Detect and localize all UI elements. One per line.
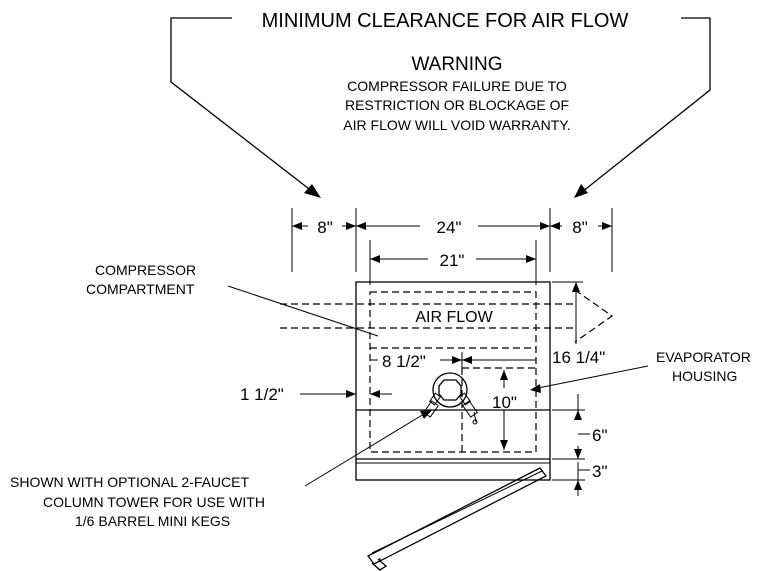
dim-offset-1-1-2: 1 1/2" xyxy=(240,385,284,404)
dim-offset-8-1-2: 8 1/2" xyxy=(382,352,426,371)
diagram-title: MINIMUM CLEARANCE FOR AIR FLOW xyxy=(262,10,629,32)
tower-note-line-1: SHOWN WITH OPTIONAL 2-FAUCET xyxy=(10,474,249,490)
dim-right-clearance: 8" xyxy=(572,218,588,237)
air-flow-label: AIR FLOW xyxy=(415,309,493,326)
dim-height-3: 3" xyxy=(592,462,608,481)
warning-title: WARNING xyxy=(411,54,502,75)
evaporator-label-line-2: HOUSING xyxy=(672,368,737,384)
compressor-label-line-2: COMPARTMENT xyxy=(86,281,195,297)
right-vertical-dimensions xyxy=(552,394,590,496)
warning-line-1: COMPRESSOR FAILURE DUE TO xyxy=(347,78,567,94)
dim-height-6: 6" xyxy=(592,426,608,445)
compressor-label-line-1: COMPRESSOR xyxy=(95,262,196,278)
dim-height-10: 10" xyxy=(492,393,517,412)
air-flow-arrow xyxy=(280,289,614,343)
faucet-tower xyxy=(423,372,478,425)
evaporator-leader xyxy=(537,365,649,389)
cabinet-outline xyxy=(355,281,551,481)
dim-depth-16-1-4: 16 1/4" xyxy=(552,348,605,367)
tower-note-line-3: 1/6 BARREL MINI KEGS xyxy=(75,513,230,529)
dim-left-clearance: 8" xyxy=(317,218,333,237)
open-lid xyxy=(367,467,547,571)
dim-width-outer: 24" xyxy=(437,218,462,237)
compressor-leader xyxy=(227,285,379,337)
inner-compartments xyxy=(369,291,537,453)
title-leaders xyxy=(170,17,711,198)
dim-width-inner: 21" xyxy=(440,251,465,270)
warning-line-2: RESTRICTION OR BLOCKAGE OF xyxy=(345,97,569,113)
evaporator-label-line-1: EVAPORATOR xyxy=(656,349,751,365)
top-dimensions xyxy=(291,208,613,285)
tower-note-leader xyxy=(304,413,425,487)
tower-note-line-2: COLUMN TOWER FOR USE WITH xyxy=(43,494,265,510)
warning-line-3: AIR FLOW WILL VOID WARRANTY. xyxy=(343,117,570,133)
